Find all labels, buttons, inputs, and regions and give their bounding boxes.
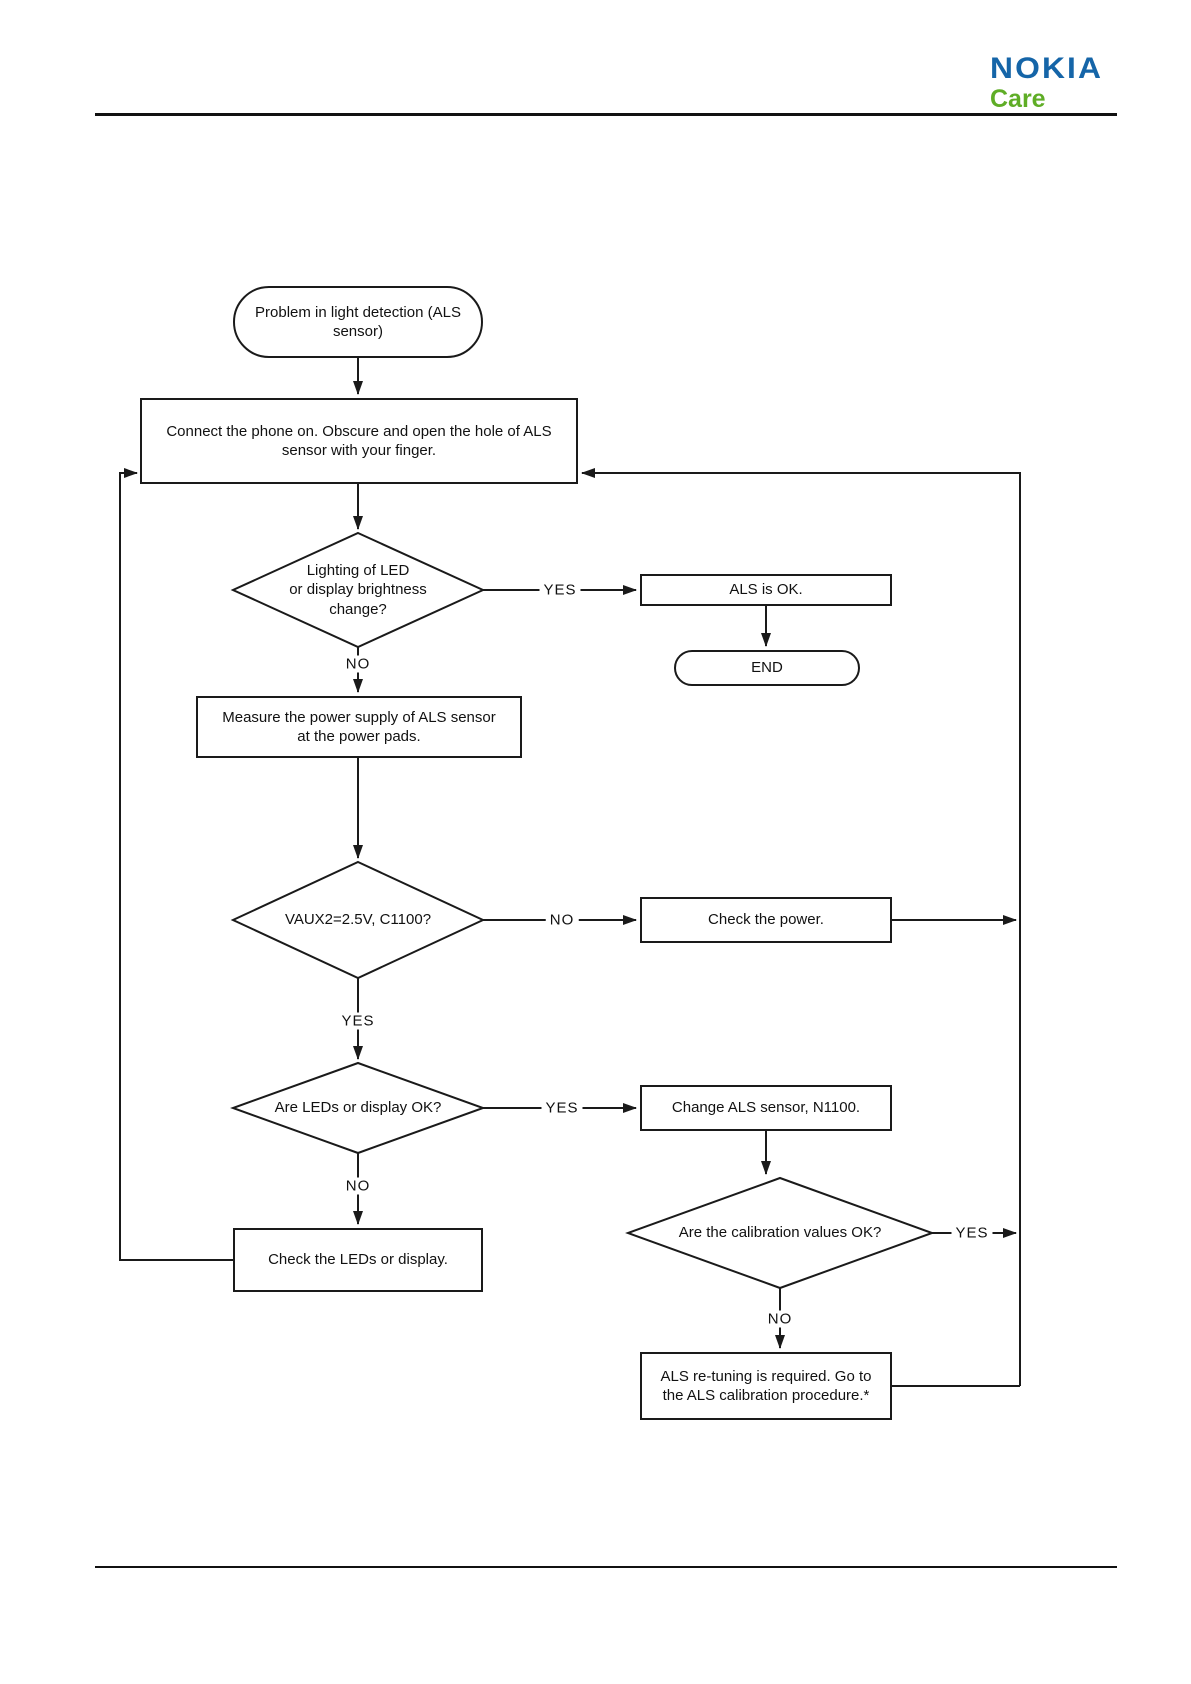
edge-left-rail-loop (119, 468, 233, 1261)
node-end: END (674, 650, 860, 686)
edge-label-lighting-yes: YES (539, 581, 581, 599)
edge-label-calibration-yes: YES (951, 1224, 993, 1242)
node-change-sensor: Change ALS sensor, N1100. (640, 1085, 892, 1131)
care-wordmark: Care (990, 85, 1046, 113)
edge-label-vaux-no: NO (545, 911, 579, 929)
nokia-wordmark: NOKIA (990, 52, 1104, 85)
edge-label-calibration-no: NO (763, 1310, 797, 1328)
decision-lighting-shape (230, 531, 486, 649)
node-check-power: Check the power. (640, 897, 892, 943)
edge-label-lighting-no: NO (341, 655, 375, 673)
decision-calibration-text: Are the calibration values OK? (678, 1224, 882, 1242)
decision-vaux-text: VAUX2=2.5V, C1100? (284, 911, 432, 929)
node-measure-power: Measure the power supply of ALS sensor a… (196, 696, 522, 758)
header-rule (95, 113, 1117, 116)
decision-leds-text: Are LEDs or display OK? (274, 1099, 442, 1117)
decision-leds-shape (230, 1061, 486, 1155)
decision-lighting-text: Lighting of LED or display brightness ch… (289, 561, 427, 618)
footer-rule (95, 1566, 1117, 1568)
node-retuning: ALS re-tuning is required. Go to the ALS… (640, 1352, 892, 1420)
node-connect-phone: Connect the phone on. Obscure and open t… (140, 398, 578, 484)
decision-vaux-shape (230, 860, 486, 980)
edge-right-rail-loop (581, 468, 1021, 1386)
edge-label-vaux-yes: YES (337, 1012, 379, 1030)
node-check-leds: Check the LEDs or display. (233, 1228, 483, 1292)
edge-label-leds-no: NO (341, 1177, 375, 1195)
edge-label-leds-yes: YES (541, 1099, 583, 1117)
decision-calibration-shape (625, 1176, 935, 1290)
node-start: Problem in light detection (ALS sensor) (233, 286, 483, 358)
node-als-ok: ALS is OK. (640, 574, 892, 606)
nokia-logo: NOKIA Care (990, 54, 1130, 112)
